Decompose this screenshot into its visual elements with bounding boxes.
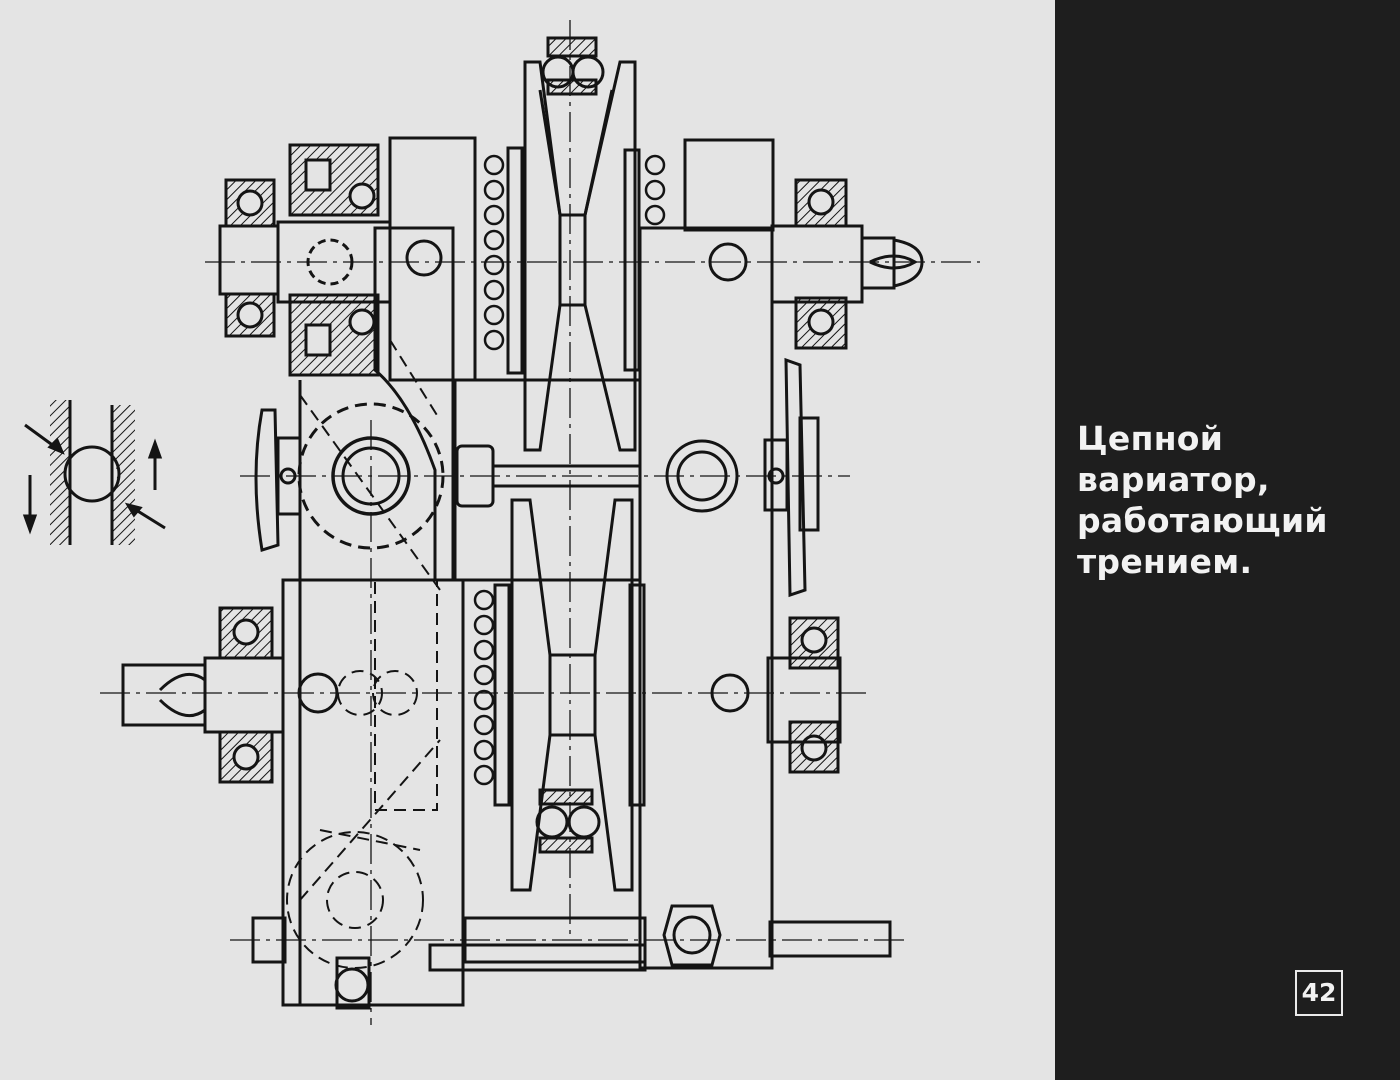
- center-lines: [100, 20, 980, 1025]
- bottom-rod: [251, 904, 892, 1010]
- caption-line: трением.: [1077, 542, 1253, 581]
- upper-pulley: [506, 60, 641, 452]
- lower-pulley: [493, 498, 646, 892]
- caption-line: работающий: [1077, 501, 1328, 540]
- handwheels: [254, 357, 820, 598]
- slide-caption: Цепной вариатор, работающий трением.: [1077, 418, 1328, 582]
- friction-detail-inset: [22, 400, 166, 545]
- chain-block-bottom: [535, 788, 601, 854]
- lower-left-bearings: [121, 606, 285, 784]
- frame-plates: [281, 136, 775, 1007]
- caption-line: вариатор,: [1077, 460, 1270, 499]
- caption-line: Цепной: [1077, 419, 1224, 458]
- lower-right-bearings: [766, 616, 842, 774]
- upper-left-bearings: [218, 143, 392, 377]
- page-number-badge: 42: [1295, 970, 1343, 1016]
- middle-shaft: [455, 444, 640, 508]
- caption-panel: Цепной вариатор, работающий трением. 42: [1055, 0, 1400, 1080]
- drawing-panel: [0, 0, 1055, 1080]
- chain-variator-drawing: [22, 20, 980, 1025]
- chain-links: [473, 154, 666, 786]
- rocker-arm: [297, 226, 455, 582]
- upper-right-bearings: [770, 178, 924, 350]
- chain-block-top: [541, 36, 605, 96]
- tension-linkage: [286, 339, 441, 969]
